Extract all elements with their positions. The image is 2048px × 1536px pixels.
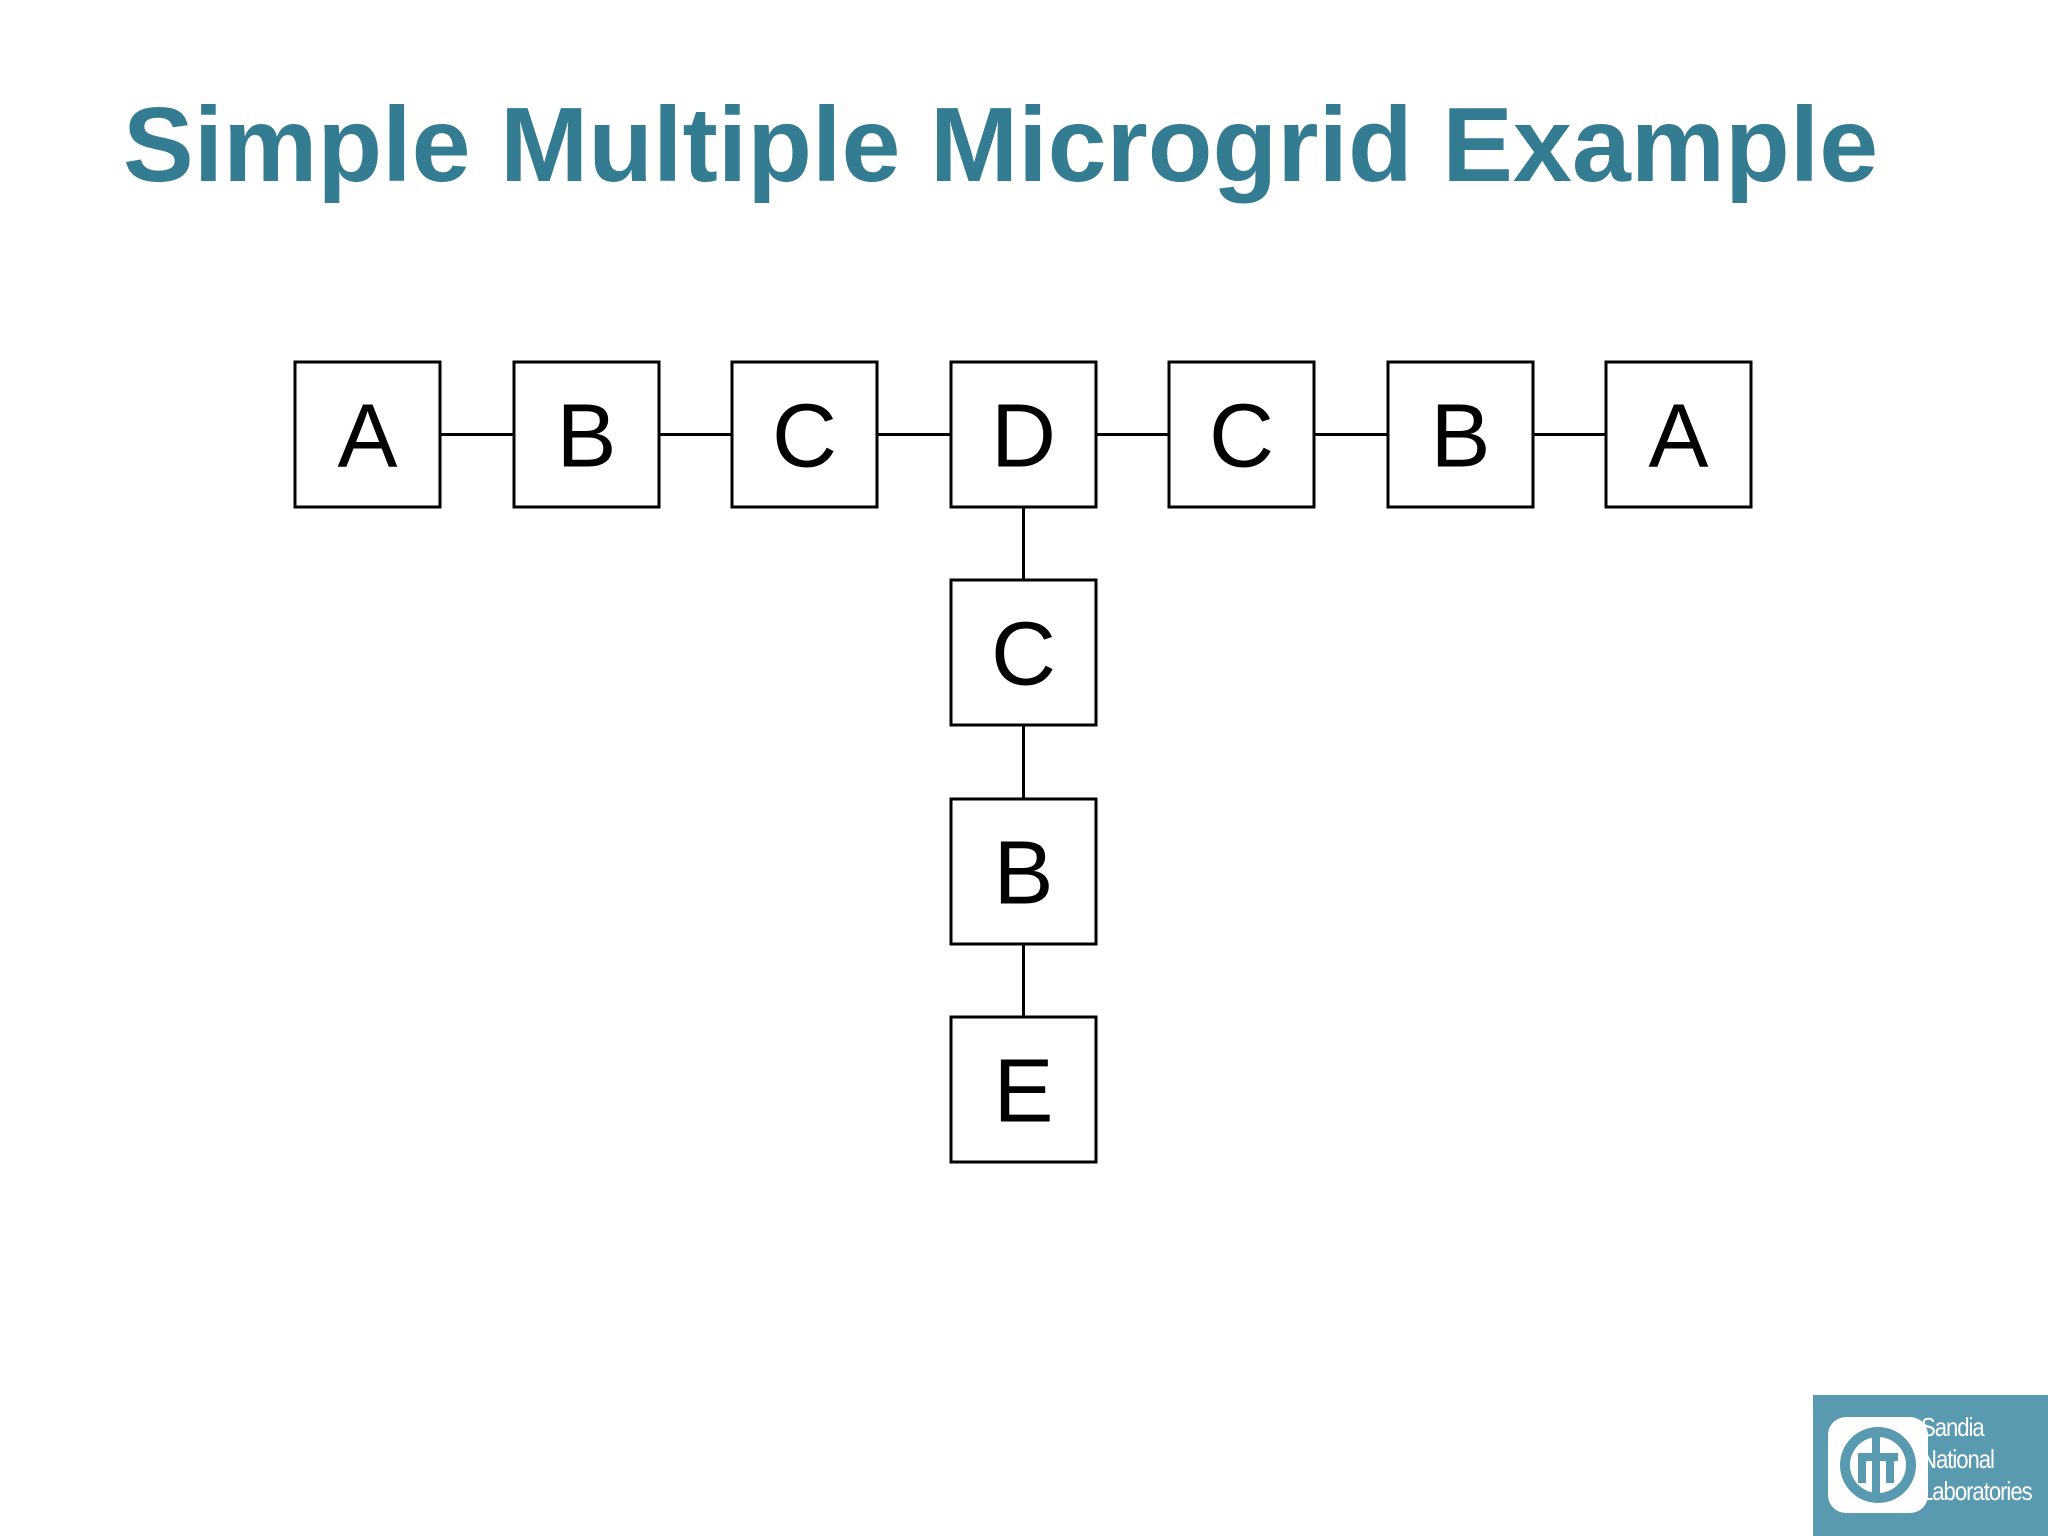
node-box	[512, 360, 661, 509]
node-box	[1604, 360, 1753, 509]
logo-text: Sandia National Laboratories	[1921, 1411, 2033, 1507]
node-box	[730, 360, 879, 509]
edges-layer	[367, 433, 1679, 1090]
microgrid-node-6: B	[1386, 360, 1535, 509]
node-label: A	[1648, 387, 1708, 487]
node-box	[1386, 360, 1535, 509]
node-label: B	[993, 824, 1053, 924]
sandia-logo: Sandia National Laboratories	[1813, 1395, 2048, 1536]
node-box	[949, 797, 1098, 946]
node-box	[949, 360, 1098, 509]
logo-line-1: Sandia	[1921, 1412, 1985, 1442]
nodes-layer: A B C D C B A C B E	[293, 360, 1753, 1164]
microgrid-node-1: A	[293, 360, 442, 509]
node-box	[949, 578, 1098, 727]
node-label: A	[337, 387, 397, 487]
node-label: D	[991, 387, 1056, 487]
microgrid-node-10: E	[949, 1015, 1098, 1164]
node-label: C	[772, 387, 837, 487]
node-label: C	[991, 605, 1056, 705]
microgrid-node-9: B	[949, 797, 1098, 946]
microgrid-node-8: C	[949, 578, 1098, 727]
microgrid-node-3: C	[730, 360, 879, 509]
node-box	[293, 360, 442, 509]
node-label: B	[556, 387, 616, 487]
microgrid-node-4: D	[949, 360, 1098, 509]
slide-title: Simple Multiple Microgrid Example	[123, 86, 1879, 204]
node-box	[949, 1015, 1098, 1164]
node-label: C	[1209, 387, 1274, 487]
node-box	[1167, 360, 1316, 509]
microgrid-node-2: B	[512, 360, 661, 509]
sandia-thunderbird-icon	[1828, 1417, 1928, 1513]
logo-line-3: Laboratories	[1921, 1476, 2033, 1506]
node-label: B	[1430, 387, 1490, 487]
logo-line-2: National	[1921, 1444, 1995, 1474]
microgrid-node-5: C	[1167, 360, 1316, 509]
node-label: E	[993, 1042, 1053, 1142]
microgrid-node-7: A	[1604, 360, 1753, 509]
